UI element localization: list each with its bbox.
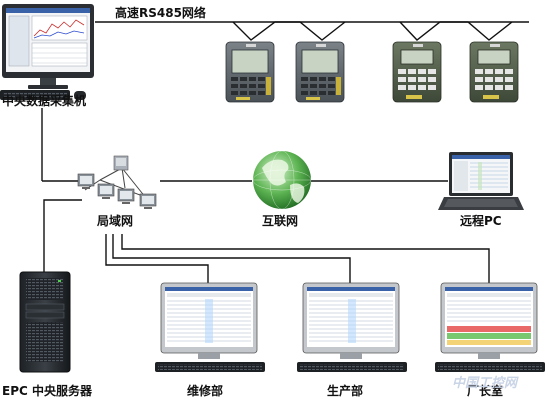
monitor-icon-production xyxy=(297,282,407,372)
terminal-icon-4 xyxy=(469,41,519,103)
monitor-icon-maintenance xyxy=(155,282,265,372)
remote-pc-label: 远程PC xyxy=(460,214,502,228)
production-label: 生产部 xyxy=(327,384,364,398)
server-label: EPC 中央服务器 xyxy=(2,384,92,398)
laptop-icon xyxy=(438,152,524,210)
lan-label: 局域网 xyxy=(97,214,134,228)
lan-icon xyxy=(77,155,157,209)
central-pc-icon xyxy=(0,4,94,100)
director-label: 厂长室 xyxy=(467,384,504,398)
monitor-icon-director xyxy=(435,282,545,372)
lan-cables xyxy=(41,108,490,283)
terminal-icon-2 xyxy=(295,41,345,103)
globe-icon xyxy=(252,150,312,210)
central-pc-label: 中央数据采集机 xyxy=(2,94,87,108)
watermark: 中国工控网 xyxy=(452,376,518,391)
network-label: 高速RS485网络 xyxy=(115,6,206,20)
internet-label: 互联网 xyxy=(262,214,299,228)
maintenance-label: 维修部 xyxy=(187,384,224,398)
rs485-bus xyxy=(95,21,529,41)
server-icon xyxy=(19,271,71,373)
terminal-icon-3 xyxy=(392,41,442,103)
terminal-icon-1 xyxy=(225,41,275,103)
